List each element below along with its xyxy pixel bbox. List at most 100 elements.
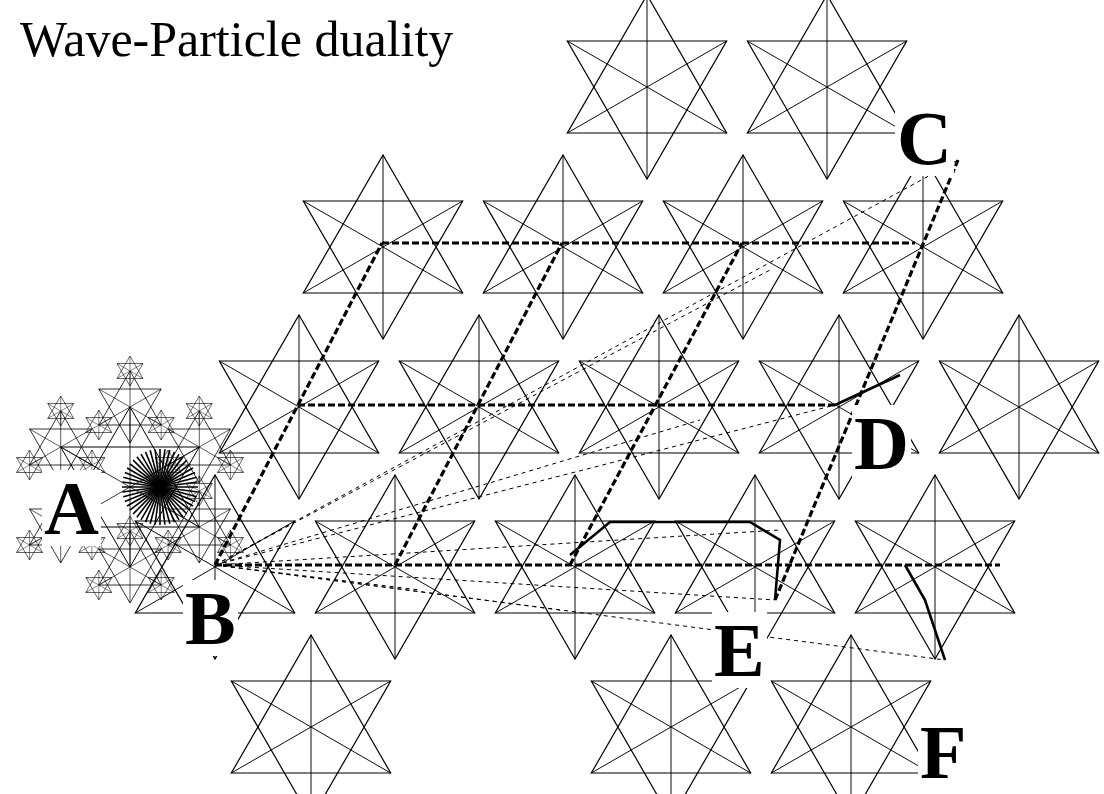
tetra-edge <box>230 458 243 466</box>
tetra-edge <box>130 389 161 407</box>
tetra-edge <box>839 407 840 499</box>
path-segment <box>570 522 780 600</box>
tetra-edge <box>30 465 43 473</box>
tetra-edge <box>48 404 61 412</box>
tetra-edge <box>199 411 200 426</box>
tetra-edge <box>671 727 672 794</box>
tetra-edge <box>563 155 564 247</box>
tetra-edge <box>771 681 851 727</box>
tetra-edge <box>311 727 312 794</box>
tetra-edge <box>92 458 105 466</box>
tetra-edge <box>563 247 643 293</box>
tetra-edge <box>99 425 112 433</box>
tetra-edge <box>17 465 30 473</box>
tetra-edge <box>79 545 92 553</box>
tetra-edge <box>30 458 43 466</box>
tetra-edge <box>315 567 395 613</box>
tetra-edge <box>130 356 131 371</box>
tetra-edge <box>567 41 647 87</box>
tetra-edge <box>935 567 936 659</box>
tetra-edge <box>168 530 169 545</box>
tetra-edge <box>935 521 1015 567</box>
tetra-edge <box>161 570 162 585</box>
tetra-edge <box>230 545 231 560</box>
tetra-edge <box>483 247 563 293</box>
tetra-edge <box>61 447 92 465</box>
tetra-edge <box>199 429 230 447</box>
tetra-edge <box>61 404 74 412</box>
tetra-edge <box>168 538 181 546</box>
tetra-edge <box>755 521 835 567</box>
tetra-edge <box>399 361 479 407</box>
tetra-edge <box>755 475 756 567</box>
tetra-edge <box>935 567 1015 613</box>
path-ray <box>215 565 420 590</box>
tetra-edge <box>299 407 379 453</box>
tetra-edge <box>395 475 396 567</box>
tetra-edge <box>99 418 112 426</box>
tetra-edge <box>383 247 463 293</box>
tetra-edge <box>29 530 30 545</box>
path-segment <box>905 565 945 660</box>
tetra-edge <box>199 527 200 563</box>
tetra-edge <box>148 425 161 433</box>
tetra-edge <box>61 429 92 447</box>
tetra-edge <box>161 585 174 593</box>
tetra-edge <box>563 247 564 339</box>
tetra-edge <box>839 315 840 407</box>
tetra-edge <box>199 509 230 527</box>
tetra-edge <box>99 389 130 407</box>
tetra-edge <box>747 87 827 133</box>
grid-line <box>298 403 835 406</box>
tetra-edge <box>855 521 935 567</box>
tetra-edge <box>659 361 739 407</box>
tetra-edge <box>130 407 161 425</box>
tetra-edge <box>399 407 479 453</box>
point-label: D <box>852 405 911 481</box>
tetra-edge <box>98 570 99 585</box>
tetra-edge <box>1019 407 1099 453</box>
grid-line <box>215 243 382 565</box>
tetra-edge <box>743 155 744 247</box>
tetra-edge <box>575 521 655 567</box>
tetra-edge <box>230 450 231 465</box>
tetra-edge <box>199 476 200 491</box>
tetra-edge <box>659 407 739 453</box>
burst-ray <box>160 477 197 487</box>
tetra-edge <box>479 407 559 453</box>
tetra-edge <box>383 247 384 339</box>
tetra-edge <box>215 475 216 567</box>
tetra-edge <box>61 411 74 419</box>
tetra-edge <box>843 201 923 247</box>
tetra-edge <box>771 727 851 773</box>
tetra-edge <box>939 361 1019 407</box>
tetra-edge <box>395 567 396 659</box>
tetra-edge <box>479 407 480 499</box>
tetra-edge <box>186 411 199 419</box>
tetra-edge <box>303 201 383 247</box>
tetra-edge <box>671 635 672 727</box>
tetra-edge <box>230 465 243 473</box>
tetra-edge <box>575 567 576 659</box>
tetra-edge <box>827 87 828 179</box>
tetra-edge <box>855 567 935 613</box>
tetra-edge <box>311 635 312 727</box>
tetra-edge <box>60 396 61 411</box>
tetra-edge <box>199 447 230 465</box>
tetra-edge <box>99 585 112 593</box>
tetra-edge <box>155 538 168 546</box>
tetra-edge <box>130 549 161 567</box>
tetra-edge <box>199 396 200 411</box>
tetra-edge <box>199 491 200 527</box>
tetra-edge <box>479 315 480 407</box>
tetra-edge <box>117 524 130 532</box>
tetra-edge <box>383 155 384 247</box>
wave-grid <box>215 160 1000 600</box>
tetra-edge <box>230 545 243 553</box>
path-ray <box>215 565 775 600</box>
tetra-edge <box>161 418 174 426</box>
tetra-edge <box>30 538 43 546</box>
tetra-edge <box>17 538 30 546</box>
tetra-edge <box>29 545 30 560</box>
